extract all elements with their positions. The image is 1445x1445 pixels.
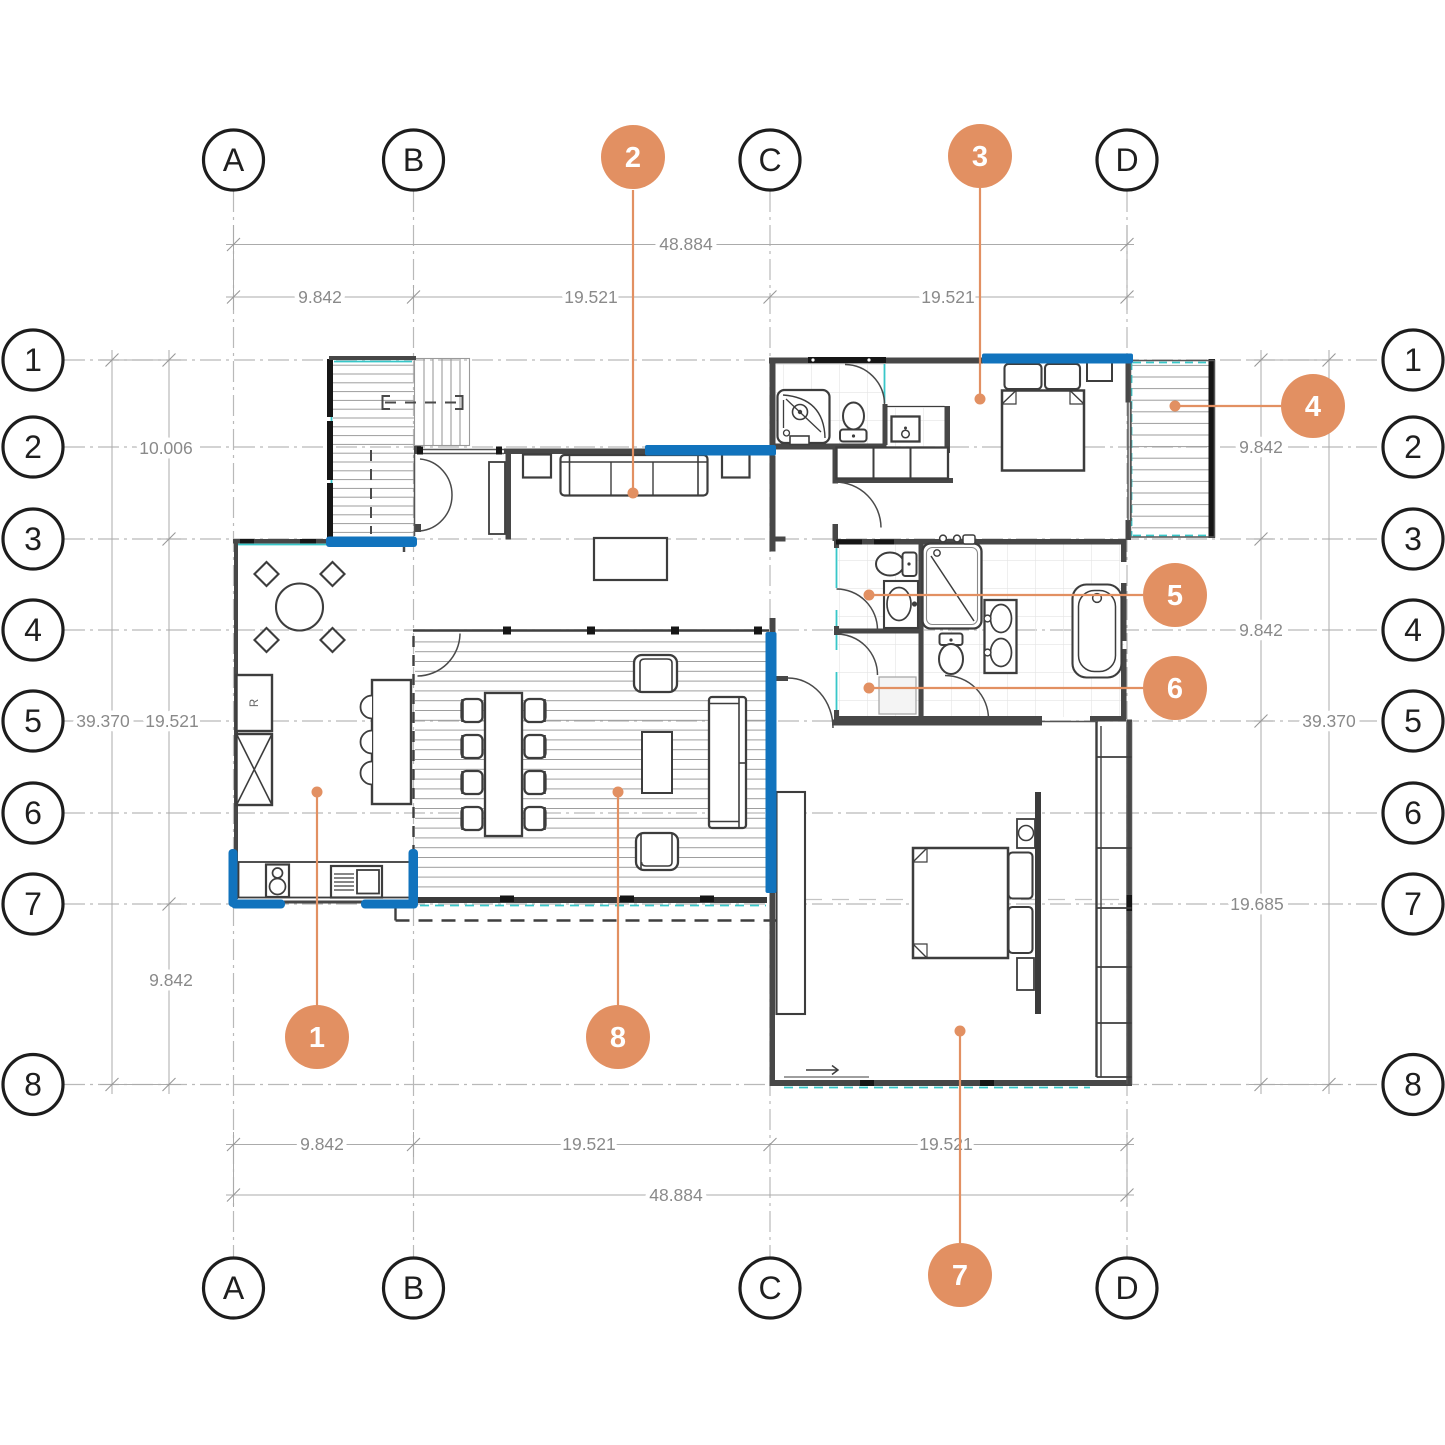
svg-text:8: 8	[24, 1067, 42, 1103]
svg-text:19.521: 19.521	[564, 287, 618, 307]
svg-text:9.842: 9.842	[300, 1134, 344, 1154]
svg-text:9.842: 9.842	[1239, 437, 1283, 457]
svg-text:2: 2	[24, 429, 42, 465]
svg-text:19.521: 19.521	[919, 1134, 973, 1154]
svg-text:1: 1	[24, 342, 42, 378]
svg-text:19.521: 19.521	[145, 711, 199, 731]
svg-text:6: 6	[1404, 795, 1422, 831]
svg-text:39.370: 39.370	[1302, 711, 1356, 731]
svg-text:1: 1	[309, 1022, 325, 1054]
svg-text:B: B	[403, 1270, 424, 1306]
svg-text:A: A	[223, 142, 245, 178]
svg-text:5: 5	[24, 703, 42, 739]
svg-text:2: 2	[625, 142, 641, 174]
svg-text:5: 5	[1404, 703, 1422, 739]
svg-text:19.685: 19.685	[1230, 894, 1284, 914]
svg-text:B: B	[403, 142, 424, 178]
svg-text:R: R	[249, 699, 261, 707]
svg-text:1: 1	[1404, 342, 1422, 378]
svg-text:6: 6	[24, 795, 42, 831]
svg-text:7: 7	[24, 886, 42, 922]
svg-text:A: A	[223, 1270, 245, 1306]
svg-text:4: 4	[1404, 612, 1422, 648]
svg-text:9.842: 9.842	[1239, 620, 1283, 640]
svg-text:9.842: 9.842	[298, 287, 342, 307]
svg-text:7: 7	[952, 1260, 968, 1292]
svg-text:C: C	[758, 142, 781, 178]
svg-text:48.884: 48.884	[659, 234, 713, 254]
svg-text:D: D	[1115, 1270, 1138, 1306]
svg-text:10.006: 10.006	[139, 438, 193, 458]
svg-text:4: 4	[24, 612, 42, 648]
svg-text:3: 3	[1404, 521, 1422, 557]
svg-text:5: 5	[1167, 580, 1183, 612]
svg-text:D: D	[1115, 142, 1138, 178]
svg-text:2: 2	[1404, 429, 1422, 465]
svg-text:19.521: 19.521	[921, 287, 975, 307]
svg-text:3: 3	[972, 141, 988, 173]
svg-text:39.370: 39.370	[76, 711, 130, 731]
svg-text:48.884: 48.884	[649, 1185, 703, 1205]
svg-text:7: 7	[1404, 886, 1422, 922]
svg-text:C: C	[758, 1270, 781, 1306]
svg-text:4: 4	[1305, 391, 1321, 423]
svg-text:8: 8	[1404, 1067, 1422, 1103]
svg-text:19.521: 19.521	[562, 1134, 616, 1154]
svg-text:8: 8	[610, 1022, 626, 1054]
svg-text:6: 6	[1167, 673, 1183, 705]
svg-text:9.842: 9.842	[149, 970, 193, 990]
svg-text:3: 3	[24, 521, 42, 557]
